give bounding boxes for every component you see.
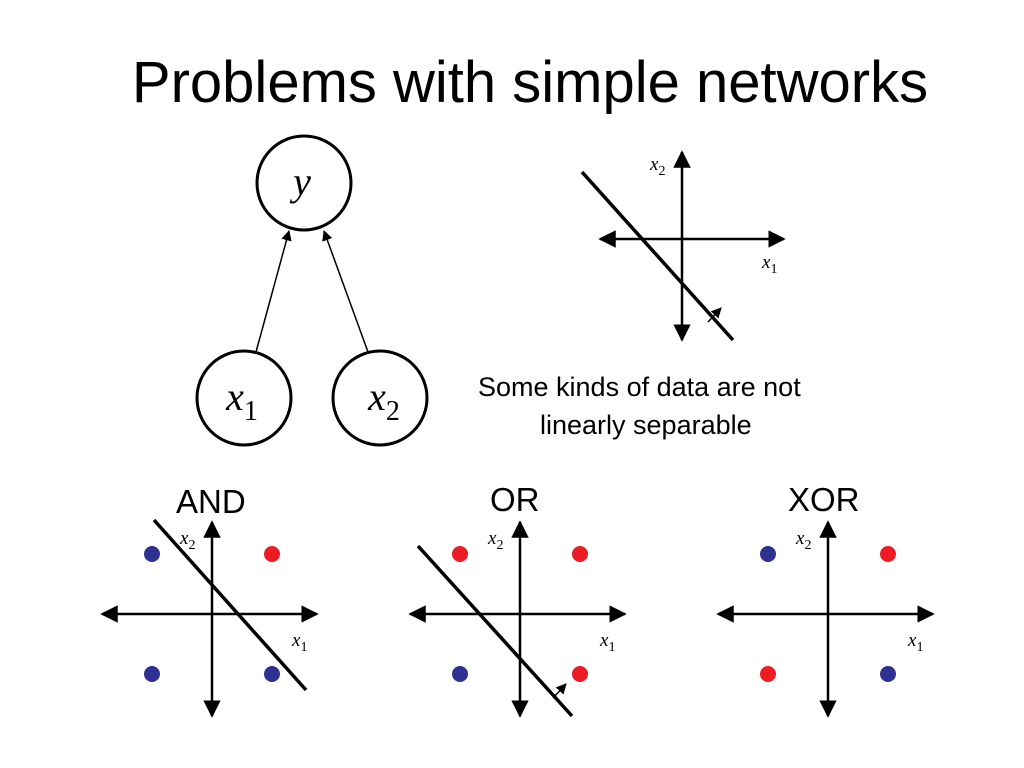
input-node-x1-label: x1	[225, 374, 258, 427]
axis-label-x2: x2	[649, 154, 665, 179]
logic-panels: x2 x1 x2 x1 x2 x1	[100, 518, 935, 718]
panel-normal-vector-arrow	[552, 683, 567, 699]
data-point-top-right	[264, 546, 280, 562]
perceptron-network: y x1 x2	[195, 134, 429, 447]
panel-axis-label-x2: x2	[179, 528, 195, 553]
data-point-bottom-left	[144, 666, 160, 682]
axis-label-x1: x1	[761, 252, 777, 277]
panel-or: x2 x1	[408, 520, 627, 718]
panel-and: x2 x1	[100, 518, 319, 718]
caption: Some kinds of data are not linearly sepa…	[478, 368, 898, 444]
edge-x2-to-y	[322, 230, 369, 353]
linear-separator-plot: x2 x1	[580, 150, 786, 342]
edge-x1-to-y	[255, 229, 292, 353]
panel-axis-label-x2: x2	[795, 528, 811, 553]
data-point-top-left	[144, 546, 160, 562]
data-point-bottom-right	[264, 666, 280, 682]
data-point-top-left	[760, 546, 776, 562]
panel-label-xor: XOR	[788, 481, 860, 518]
input-node-x2	[331, 349, 429, 447]
data-point-top-right	[572, 546, 588, 562]
panel-label-or: OR	[490, 481, 540, 518]
panel-label-and: AND	[176, 483, 246, 520]
data-point-bottom-left	[760, 666, 776, 682]
panel-axis-label-x2: x2	[487, 528, 503, 553]
panel-axis-label-x1: x1	[291, 630, 307, 655]
panel-axis-label-x1: x1	[907, 630, 923, 655]
slide-title: Problems with simple networks	[131, 50, 929, 115]
panel-decision-boundary	[416, 544, 574, 718]
output-node-y	[255, 134, 353, 232]
caption-line-1: Some kinds of data are not	[478, 372, 801, 402]
data-point-bottom-left	[452, 666, 468, 682]
panel-decision-boundary	[152, 518, 308, 692]
data-point-bottom-right	[880, 666, 896, 682]
caption-line-2: linearly separable	[540, 410, 752, 440]
normal-vector-arrow	[707, 307, 722, 323]
input-node-x2-label: x2	[367, 374, 400, 427]
output-node-label: y	[289, 159, 311, 204]
data-point-bottom-right	[572, 666, 588, 682]
panel-axis-label-x1: x1	[599, 630, 615, 655]
panel-xor: x2 x1	[716, 520, 935, 718]
data-point-top-left	[452, 546, 468, 562]
input-node-x1	[195, 349, 293, 447]
decision-boundary	[580, 170, 735, 342]
data-point-top-right	[880, 546, 896, 562]
